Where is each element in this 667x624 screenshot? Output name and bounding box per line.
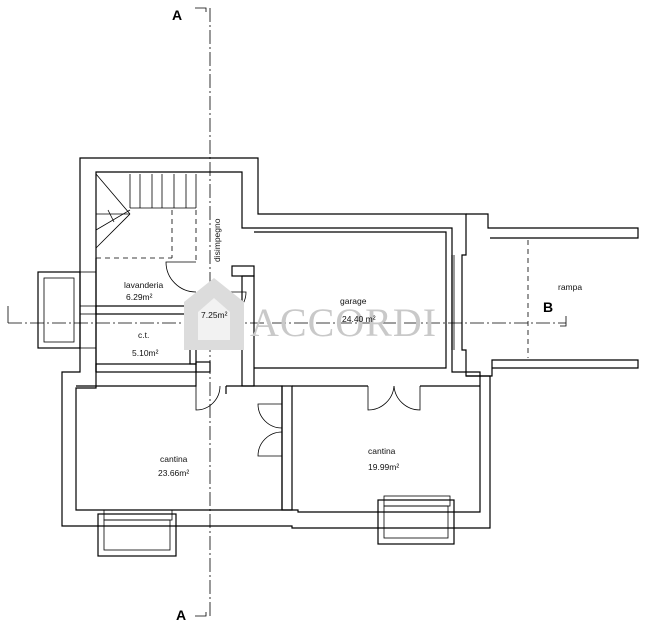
room-name-lavanderia: lavanderia <box>124 280 163 290</box>
room-area-garage: 24.40 m² <box>342 314 376 324</box>
watermark: ACCORDI <box>184 278 437 350</box>
section-mark-b: B <box>543 299 553 315</box>
bottom-windows <box>97 495 455 557</box>
section-line-b <box>7 306 567 327</box>
room-area-ct: 5.10m² <box>132 348 159 358</box>
room-area-lavanderia: 6.29m² <box>126 292 153 302</box>
section-mark-a-bottom: A <box>176 607 186 623</box>
room-name-ct: c.t. <box>138 330 149 340</box>
room-area-disimpegno: 7.25m² <box>201 310 228 320</box>
room-name-cantina-left: cantina <box>160 454 188 464</box>
room-name-garage: garage <box>340 296 367 306</box>
staircase <box>95 173 197 262</box>
section-mark-a-top: A <box>172 7 182 23</box>
ramp-walls <box>466 213 639 377</box>
room-area-cantina-left: 23.66m² <box>158 468 189 478</box>
room-name-disimpegno: disimpegno <box>212 218 222 262</box>
interior-walls <box>76 231 480 511</box>
watermark-text: ACCORDI <box>250 300 437 345</box>
left-light-well <box>37 271 97 349</box>
room-name-cantina-right: cantina <box>368 446 396 456</box>
room-name-rampa: rampa <box>558 282 582 292</box>
room-area-cantina-right: 19.99m² <box>368 462 399 472</box>
